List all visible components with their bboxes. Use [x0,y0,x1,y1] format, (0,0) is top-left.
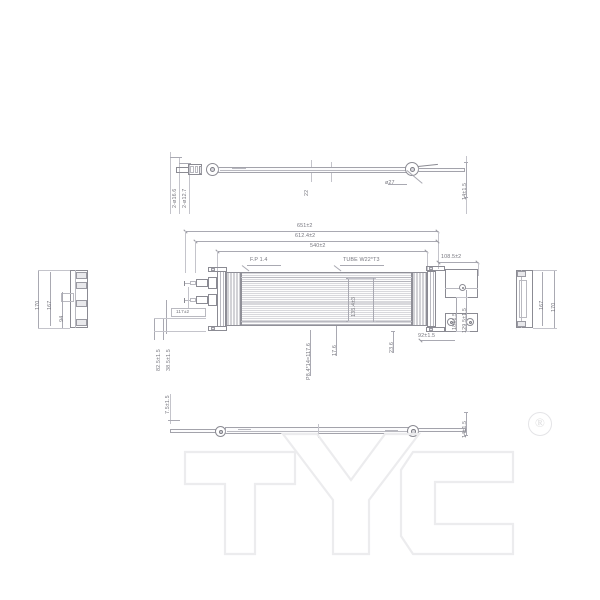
dim-pitch: P8.4*14=117.6 [306,343,312,380]
dim-2-16-6: 2-ø16.6 [172,188,178,208]
dim-left-167: 167 [47,300,53,310]
dim-14-top: 14±1.5 [462,182,468,200]
dim-612-4: 612.4±2 [295,233,316,239]
dim-left-170: 170 [35,300,41,310]
dim-27: ø27 [385,180,395,186]
dim-bottom-14: 14±1.5 [462,420,468,438]
dim-92: 92±1.5 [418,333,436,339]
callout-fp: F.P 1.4 [250,257,268,263]
dim-117: 117±2 [176,309,190,314]
dim-right-170: 170 [551,302,557,312]
dim-2-12-7: 2-ø12.7 [182,188,188,208]
tyc-watermark-logo [183,424,583,564]
dim-22: 22 [304,189,310,196]
callout-tube: TUBE W22*T3 [343,257,380,263]
dim-82-5: 82.5±1.5 [156,349,162,371]
dim-135-4: 135.4±3 [351,296,357,317]
dim-18: 18±1.5 [452,312,458,330]
dim-108-5: 108.5±2 [441,254,462,260]
dim-bottom-7-5: 7.5±1.5 [165,395,171,414]
registered-trademark-icon: ® [528,412,552,436]
dim-17-6: 17.6 [332,345,338,356]
dim-129-5: 129.5±1.5 [462,307,468,333]
dim-38-5: 38.5±1.5 [166,349,172,371]
dim-right-167: 167 [539,300,545,310]
dim-540: 540±2 [310,243,326,249]
dim-left-94: 94 [59,315,65,322]
dim-23-6: 23.6 [389,342,395,353]
dim-651: 651±2 [297,223,313,229]
